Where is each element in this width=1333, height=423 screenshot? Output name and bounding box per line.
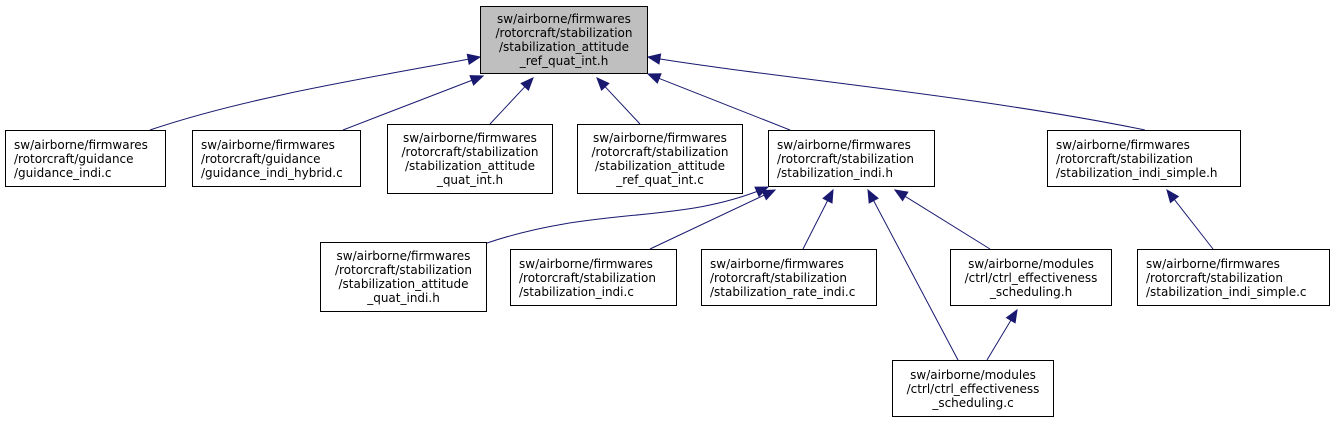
node-label-line: /rotorcraft/stabilization: [335, 263, 472, 277]
edge-guidance-indi-c-to-root: [149, 56, 481, 131]
node-label-line: /rotorcraft/stabilization: [777, 151, 914, 166]
edge-arrowhead: [893, 189, 909, 202]
graph-node-stab-indi-c[interactable]: sw/airborne/firmwares/rotorcraft/stabili…: [510, 249, 677, 306]
edge-stab-indi-h-to-root: [657, 77, 791, 131]
edge-arrowhead: [867, 188, 879, 204]
edge-arrowhead: [1005, 308, 1018, 324]
edge-arrowhead: [469, 75, 485, 86]
node-label-line: sw/airborne/firmwares: [201, 137, 335, 152]
node-label-line: /stabilization_indi_simple.h: [1056, 165, 1218, 180]
edge-stab-att-quat-indi-h-to-stab-indi-h: [486, 186, 769, 244]
node-label-line: /guidance_indi_hybrid.c: [201, 165, 343, 180]
node-label-line: /rotorcraft/stabilization: [1056, 151, 1193, 166]
node-label-line: sw/airborne/firmwares: [1056, 137, 1190, 152]
node-label-line: _scheduling.h: [989, 284, 1073, 299]
graph-node-stab-indi-h[interactable]: sw/airborne/firmwares/rotorcraft/stabili…: [768, 130, 935, 187]
edge-arrowhead: [761, 189, 777, 201]
edge-arrowhead: [822, 188, 834, 204]
node-label-line: _quat_indi.h: [367, 291, 440, 305]
node-label-line: sw/airborne/firmwares: [519, 256, 653, 271]
node-label-line: /ctrl/ctrl_effectiveness: [964, 270, 1098, 285]
graph-node-root: sw/airborne/firmwares/rotorcraft/stabili…: [480, 6, 648, 74]
node-label-line: /rotorcraft/stabilization: [591, 145, 729, 159]
node-label-line: sw/airborne/firmwares: [777, 137, 911, 152]
edge-stab-rate-indi-c-to-stab-indi-h: [802, 198, 829, 250]
node-label-line: sw/airborne/modules: [968, 256, 1094, 271]
node-label-line: /stabilization_indi.h: [777, 165, 893, 180]
node-label-line: sw/airborne/firmwares: [497, 12, 631, 26]
node-label-line: /stabilization_indi_simple.c: [1146, 284, 1307, 299]
node-label-line: sw/airborne/firmwares: [1146, 256, 1280, 271]
node-label-line: /ctrl/ctrl_effectiveness: [906, 381, 1040, 396]
node-label-line: /rotorcraft/guidance: [201, 151, 321, 166]
edge-ctrl-eff-sched-h-to-stab-indi-h: [903, 194, 991, 250]
node-label-line: sw/airborne/firmwares: [593, 131, 727, 145]
edge-arrowhead: [1166, 188, 1180, 204]
node-label-line: /rotorcraft/guidance: [14, 151, 134, 166]
graph-node-stab-att-ref-quat-int-c[interactable]: sw/airborne/firmwares/rotorcraft/stabili…: [577, 124, 743, 194]
node-label-line: sw/airborne/firmwares: [710, 256, 844, 271]
node-label-line: _ref_quat_int.h: [519, 54, 609, 68]
node-label-line: /rotorcraft/stabilization: [495, 26, 633, 40]
edge-stab-indi-simple-c-to-stab-indi-simple-h: [1172, 197, 1214, 250]
edge-stab-indi-c-to-stab-indi-h: [649, 193, 767, 250]
node-label-line: /rotorcraft/stabilization: [519, 270, 656, 285]
node-label-line: /guidance_indi.c: [14, 165, 112, 180]
node-label-line: _quat_int.h: [436, 173, 504, 187]
edge-ctrl-eff-sched-c-to-stab-indi-h: [872, 198, 959, 361]
edge-stab-att-ref-quat-int-c-to-root: [603, 84, 641, 125]
node-label-line: /rotorcraft/stabilization: [710, 270, 847, 285]
graph-node-stab-indi-simple-c[interactable]: sw/airborne/firmwares/rotorcraft/stabili…: [1137, 249, 1330, 306]
node-label-line: /stabilization_rate_indi.c: [710, 284, 856, 299]
graph-node-stab-indi-simple-h[interactable]: sw/airborne/firmwares/rotorcraft/stabili…: [1047, 130, 1241, 187]
edge-arrowhead: [646, 53, 662, 65]
node-label-line: /stabilization_attitude: [498, 40, 630, 54]
edge-arrowhead: [646, 73, 662, 84]
node-label-line: sw/airborne/firmwares: [336, 249, 471, 263]
edge-guidance-indi-hybrid-c-to-root: [342, 79, 474, 131]
node-label-line: /stabilization_attitude: [338, 277, 469, 291]
edge-arrowhead: [596, 77, 610, 92]
node-label-line: sw/airborne/modules: [910, 367, 1036, 382]
graph-node-guidance-indi-hybrid-c[interactable]: sw/airborne/firmwares/rotorcraft/guidanc…: [192, 130, 361, 187]
graph-node-stab-rate-indi-c[interactable]: sw/airborne/firmwares/rotorcraft/stabili…: [701, 249, 877, 306]
graph-node-ctrl-eff-sched-c[interactable]: sw/airborne/modules/ctrl/ctrl_effectiven…: [892, 360, 1054, 417]
node-label-line: /stabilization_attitude: [594, 159, 726, 173]
edge-stab-indi-simple-h-to-root: [647, 56, 1146, 131]
node-label-line: sw/airborne/firmwares: [14, 137, 148, 152]
graph-node-guidance-indi-c[interactable]: sw/airborne/firmwares/rotorcraft/guidanc…: [5, 130, 166, 187]
edge-arrowhead: [466, 53, 482, 65]
edge-arrowhead: [520, 77, 534, 92]
node-label-line: sw/airborne/firmwares: [403, 131, 537, 145]
graph-node-ctrl-eff-sched-h[interactable]: sw/airborne/modules/ctrl/ctrl_effectiven…: [950, 249, 1112, 306]
node-label-line: /rotorcraft/stabilization: [1146, 270, 1283, 285]
node-label-line: /rotorcraft/stabilization: [401, 145, 539, 159]
node-label-line: /stabilization_indi.c: [519, 284, 634, 299]
edge-stab-att-quat-int-h-to-root: [489, 84, 527, 125]
node-label-line: _scheduling.c: [932, 395, 1014, 410]
graph-node-stab-att-quat-int-h[interactable]: sw/airborne/firmwares/rotorcraft/stabili…: [387, 124, 553, 194]
node-label-line: /stabilization_attitude: [404, 159, 536, 173]
edge-ctrl-eff-sched-c-to-ctrl-eff-sched-h: [986, 318, 1013, 361]
node-label-line: _ref_quat_int.c: [616, 173, 704, 187]
graph-node-stab-att-quat-indi-h[interactable]: sw/airborne/firmwares/rotorcraft/stabili…: [320, 242, 487, 312]
